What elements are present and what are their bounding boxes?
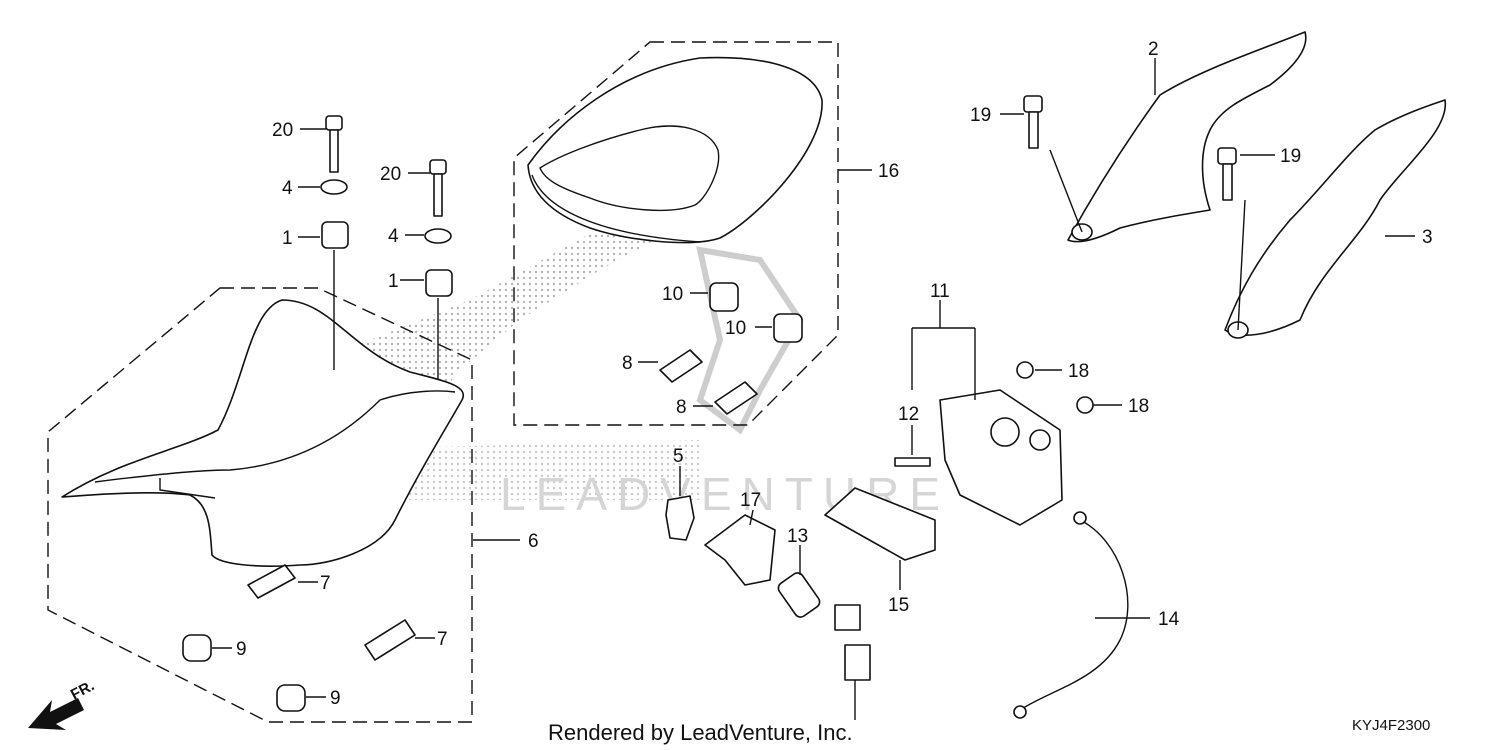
- callout-20: 20: [272, 120, 293, 141]
- callout-17: 17: [740, 490, 761, 511]
- callout-15: 15: [888, 595, 909, 616]
- seat-rubbers: [182, 564, 416, 712]
- callout-7: 7: [437, 629, 448, 650]
- callout-9: 9: [236, 639, 247, 660]
- callout-12: 12: [898, 404, 919, 425]
- misc-parts: [665, 495, 1129, 720]
- callout-18: 18: [1068, 361, 1089, 382]
- diagram-code: KYJ4F2300: [1352, 717, 1430, 734]
- seat-lock-assembly: [824, 327, 1094, 561]
- front-direction-indicator: FR.: [28, 677, 97, 730]
- callout-9: 9: [330, 688, 341, 709]
- callout-numbers: 20 4 1 20 4 1 6 7 7 9 9 16 10 10 8 8 5 1…: [236, 39, 1433, 709]
- fasteners-left: [320, 115, 453, 380]
- callout-4: 4: [282, 178, 293, 199]
- callout-10: 10: [725, 318, 746, 339]
- callout-18: 18: [1128, 396, 1149, 417]
- callout-14: 14: [1158, 609, 1180, 630]
- callout-8: 8: [676, 397, 687, 418]
- main-seat: [61, 299, 465, 567]
- callout-3: 3: [1422, 227, 1433, 248]
- callout-2: 2: [1148, 39, 1159, 60]
- leader-lines: [212, 58, 1415, 698]
- callout-11: 11: [930, 281, 950, 302]
- callout-19: 19: [970, 105, 991, 126]
- credit-text: Rendered by LeadVenture, Inc.: [548, 720, 853, 745]
- callout-1: 1: [282, 228, 293, 249]
- callout-10: 10: [662, 284, 683, 305]
- callout-13: 13: [787, 526, 808, 547]
- callout-7: 7: [320, 573, 331, 594]
- cowl-rubbers: [659, 282, 803, 415]
- callout-6: 6: [528, 531, 539, 552]
- callout-1: 1: [388, 271, 399, 292]
- callout-16: 16: [878, 161, 899, 182]
- callout-4: 4: [388, 226, 399, 247]
- group-boundaries: [47, 41, 839, 723]
- seat-group-boundary: [47, 287, 473, 723]
- callout-8: 8: [622, 353, 633, 374]
- grab-rails: [1023, 31, 1446, 339]
- seat-cowl: [527, 56, 823, 244]
- front-label: FR.: [68, 677, 97, 703]
- callout-20: 20: [380, 164, 401, 185]
- callout-5: 5: [673, 446, 684, 467]
- callout-19: 19: [1280, 146, 1301, 167]
